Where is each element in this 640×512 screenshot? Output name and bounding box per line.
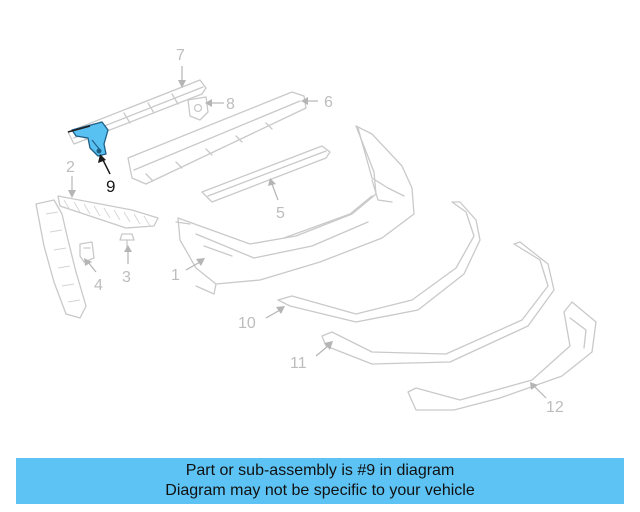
callout-8: 8 [226, 96, 235, 113]
part-1-bumper-cover [175, 125, 415, 295]
banner-line-disclaimer: Diagram may not be specific to your vehi… [165, 482, 475, 499]
part-info-banner: Part or sub-assembly is #9 in diagram Di… [16, 458, 624, 504]
callout-numbers: 7 8 6 5 1 2 3 4 10 11 12 9 [66, 47, 564, 416]
callout-6: 6 [324, 94, 333, 111]
part-4-clip [79, 241, 95, 263]
part-3-screw [119, 233, 135, 251]
part-10-molding [277, 201, 481, 323]
part-12-valance [407, 301, 597, 411]
callout-11: 11 [290, 355, 307, 372]
banner-line-part-number: Part or sub-assembly is #9 in diagram [185, 462, 455, 479]
callout-12: 12 [546, 399, 564, 416]
callout-1: 1 [171, 267, 180, 284]
part-5-reinforcement [201, 145, 331, 203]
callout-9-highlighted: 9 [106, 177, 115, 196]
callout-2: 2 [66, 159, 75, 176]
part-9-bracket-highlighted [67, 121, 109, 157]
callout-3: 3 [122, 269, 131, 286]
callout-4: 4 [94, 277, 103, 294]
part-8-bracket [187, 96, 209, 121]
callout-5: 5 [276, 205, 285, 222]
callout-7: 7 [176, 47, 185, 64]
part-2-side-retainer [35, 195, 159, 319]
leader-lines [68, 66, 547, 399]
part-11-trim [321, 241, 555, 365]
callout-10: 10 [238, 315, 256, 332]
exploded-parts-diagram: 7 8 6 5 1 2 3 4 10 11 12 9 [35, 47, 597, 416]
part-6-energy-absorber [127, 91, 307, 185]
